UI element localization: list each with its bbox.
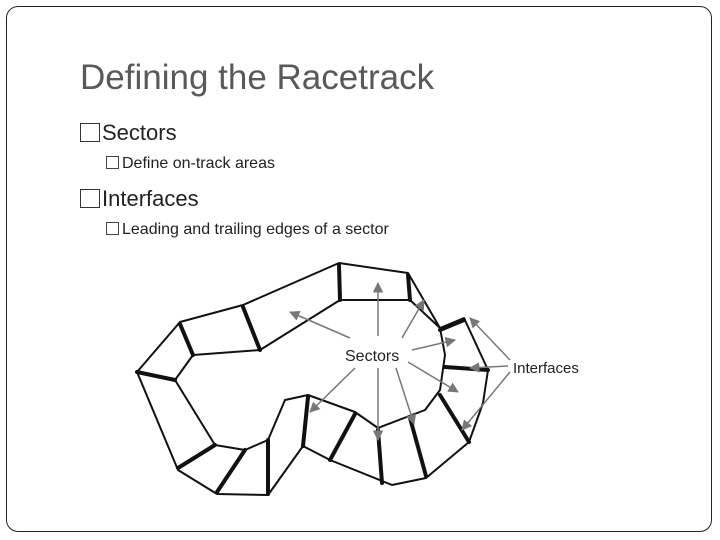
bullet-edges: Leading and trailing edges of a sector bbox=[106, 221, 389, 239]
sector-arrow bbox=[401, 299, 425, 339]
interface-edge bbox=[241, 305, 262, 352]
bullet-interfaces-text: Interfaces bbox=[102, 186, 199, 211]
interface-edge bbox=[337, 263, 342, 302]
bullet-define-areas-text: Define on-track areas bbox=[122, 155, 275, 172]
open-square-bullet-icon bbox=[106, 222, 119, 235]
open-square-bullet-icon bbox=[80, 123, 100, 142]
interface-lines bbox=[135, 263, 490, 496]
interface-edge bbox=[408, 416, 428, 478]
sector-arrow bbox=[407, 361, 459, 393]
sector-arrows bbox=[289, 281, 459, 442]
interface-edge bbox=[438, 393, 471, 444]
sector-arrow bbox=[411, 337, 457, 351]
sector-arrow bbox=[395, 367, 417, 425]
sector-arrow bbox=[289, 310, 351, 339]
bullet-edges-text: Leading and trailing edges of a sector bbox=[122, 221, 389, 238]
interface-edge bbox=[178, 322, 195, 357]
interface-edge bbox=[301, 395, 310, 448]
track-inner-edge bbox=[174, 299, 446, 451]
interfaces-label: Interfaces bbox=[513, 360, 579, 377]
bullet-sectors: Sectors bbox=[80, 120, 177, 146]
interface-edge bbox=[443, 365, 490, 372]
interface-edge bbox=[328, 412, 357, 462]
interface-edge bbox=[406, 273, 412, 302]
slide-title: Defining the Racetrack bbox=[80, 58, 435, 97]
open-square-bullet-icon bbox=[80, 189, 100, 208]
sectors-label: Sectors bbox=[345, 348, 399, 365]
interface-arrow bbox=[461, 371, 511, 431]
interface-edge bbox=[135, 370, 177, 382]
open-square-bullet-icon bbox=[106, 156, 119, 169]
interface-arrow bbox=[468, 362, 509, 373]
slide-frame bbox=[6, 6, 712, 532]
bullet-sectors-text: Sectors bbox=[102, 120, 177, 145]
interface-edge bbox=[176, 443, 217, 470]
bullet-interfaces: Interfaces bbox=[80, 186, 199, 212]
track-outer-edge bbox=[136, 262, 489, 496]
interface-arrow bbox=[469, 317, 511, 361]
sector-arrow bbox=[309, 367, 356, 413]
interface-edge bbox=[215, 448, 247, 494]
interface-arrows bbox=[461, 317, 511, 431]
interface-edge bbox=[438, 318, 466, 332]
bullet-define-areas: Define on-track areas bbox=[106, 155, 275, 173]
